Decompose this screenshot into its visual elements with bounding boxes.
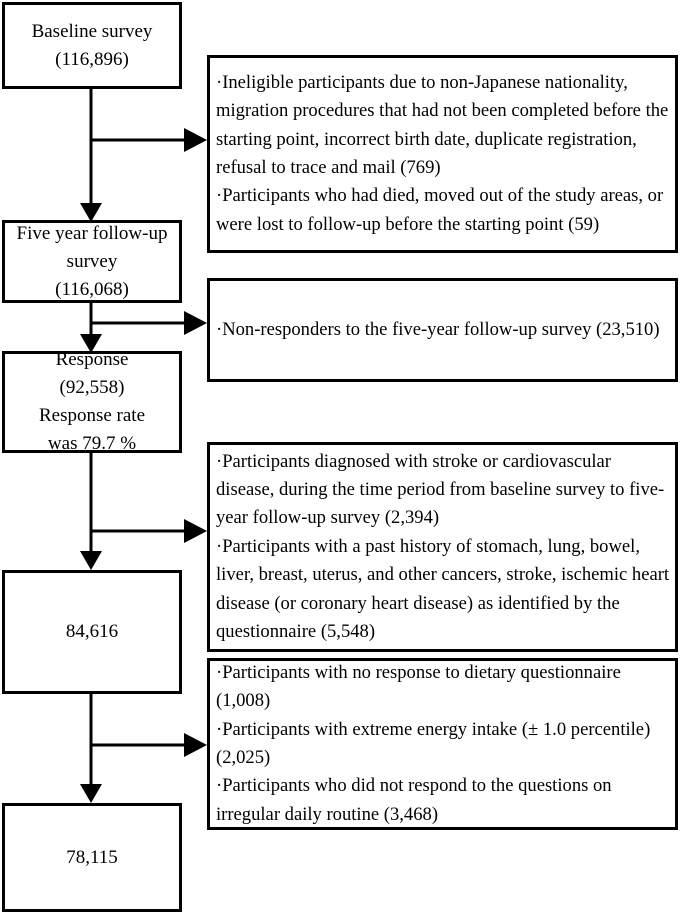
exclusion-box-3-text: ·Participants diagnosed with stroke or c… (216, 450, 670, 643)
node-final-analytic-count-label: 78,115 (66, 846, 118, 868)
node-five-year-follow-up-survey-label: Five year follow-up survey (116,068) (16, 222, 168, 300)
node-baseline-survey: Baseline survey (116,896) (2, 2, 182, 89)
node-eligible-count-label: 84,616 (65, 621, 119, 642)
node-eligible-count: 84,616 (2, 570, 182, 694)
node-five-year-follow-up-survey: Five year follow-up survey (116,068) (2, 220, 182, 303)
node-final-analytic-count: 78,115 (2, 803, 182, 912)
node-response: Response (92,558) Response rate was 79.7… (2, 349, 182, 454)
exclusion-box-4: ·Participants with no response to dietar… (207, 658, 678, 830)
exclusion-box-4-text: ·Participants with no response to dietar… (216, 661, 651, 825)
exclusion-box-1-text: ·Ineligible participants due to non-Japa… (216, 71, 669, 235)
node-baseline-survey-label: Baseline survey (116,896) (31, 20, 153, 70)
node-response-label: Response (92,558) Response rate was 79.7… (38, 349, 146, 454)
exclusion-box-2-text: ·Non-responders to the five-year follow-… (216, 318, 660, 340)
exclusion-box-1: ·Ineligible participants due to non-Japa… (207, 55, 678, 253)
exclusion-box-3: ·Participants diagnosed with stroke or c… (207, 442, 678, 652)
exclusion-box-2: ·Non-responders to the five-year follow-… (207, 278, 678, 382)
